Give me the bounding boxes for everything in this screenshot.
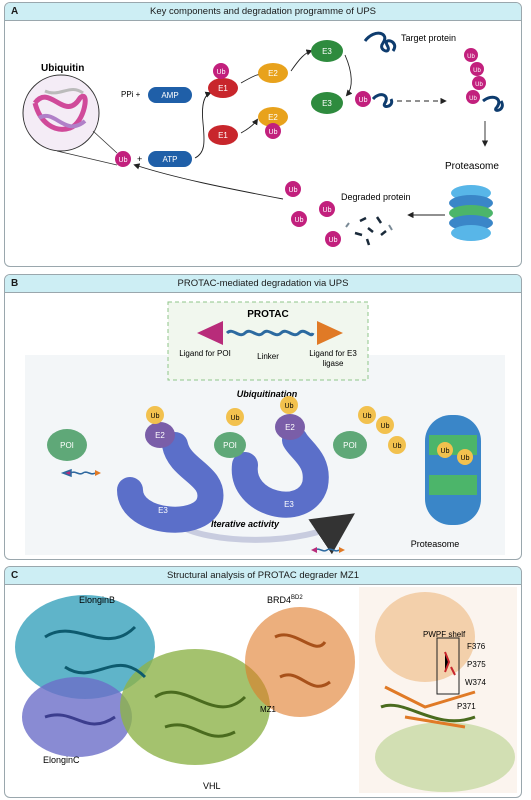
svg-text:E3: E3: [158, 506, 168, 515]
amp-pill: AMP: [148, 87, 192, 103]
brd4-label: BRD4BD2: [267, 595, 303, 605]
svg-text:Ub: Ub: [441, 448, 450, 455]
panel-b: B PROTAC-mediated degradation via UPS PR…: [4, 274, 522, 560]
svg-text:ATP: ATP: [163, 155, 178, 164]
protac-label: PROTAC: [247, 309, 288, 320]
panel-c-structures: ElonginB ElonginC VHL MZ1 BRD4BD2 PWPF s…: [15, 587, 517, 793]
panel-c-letter: C: [11, 570, 19, 581]
ppi-label: PPi +: [121, 90, 141, 99]
svg-text:Ub: Ub: [269, 129, 278, 136]
panel-b-diagram: PROTAC Linker Ligand for POI Ligand for …: [25, 301, 505, 555]
polyubiquitinated-poi: POI Ub Ub Ub: [333, 406, 406, 459]
svg-text:Ub: Ub: [285, 403, 294, 410]
ub-protein-complex: Ub: [355, 91, 394, 108]
svg-text:Ub: Ub: [289, 187, 298, 194]
panel-c-header: C Structural analysis of PROTAC degrader…: [5, 567, 521, 585]
e1-charged: E1 Ub: [208, 63, 238, 98]
w374-label: W374: [465, 678, 486, 687]
f376-label: F376: [467, 642, 486, 651]
panel-b-title: PROTAC-mediated degradation via UPS: [177, 278, 349, 289]
svg-text:E3: E3: [322, 99, 332, 108]
svg-text:Ub: Ub: [217, 69, 226, 76]
ub-token-atp: Ub: [115, 151, 131, 167]
free-poi: POI: [47, 429, 87, 461]
e2-free: E2: [258, 63, 288, 83]
elonginb-label: ElonginB: [79, 595, 115, 605]
pwpf-shelf-zoom: [359, 587, 517, 793]
ternary-complex-structure: [15, 595, 355, 765]
proteasome-icon: [449, 185, 493, 241]
svg-text:E1: E1: [218, 84, 228, 93]
elonginc-label: ElonginC: [43, 755, 80, 765]
ubiquitination-label: Ubiquitination: [237, 389, 298, 399]
svg-text:Ub: Ub: [473, 68, 481, 74]
ubiquitin-label: Ubiquitin: [41, 63, 84, 74]
free-protac-1: [60, 468, 101, 478]
degraded-protein-label: Degraded protein: [341, 192, 411, 202]
proteasome-label: Proteasome: [445, 161, 499, 172]
polyubiquitinated-protein: Ub Ub Ub Ub: [464, 48, 504, 112]
svg-text:Ub: Ub: [231, 415, 240, 422]
panel-a-title: Key components and degradation programme…: [149, 6, 377, 17]
proteasome-b-label: Proteasome: [411, 539, 460, 549]
svg-text:POI: POI: [343, 441, 357, 450]
plus-sign: +: [137, 154, 142, 164]
free-ub-tokens: Ub Ub Ub Ub: [285, 181, 341, 247]
linker-label: Linker: [257, 352, 279, 361]
panel-c: C Structural analysis of PROTAC degrader…: [4, 566, 522, 798]
panel-a-header: A Key components and degradation program…: [5, 3, 521, 21]
iterative-activity-label: Iterative activity: [211, 519, 280, 529]
svg-text:Ub: Ub: [295, 217, 304, 224]
e1-free: E1: [208, 125, 238, 145]
svg-text:Ub: Ub: [461, 455, 470, 462]
ligand-poi-label: Ligand for POI: [179, 349, 231, 358]
svg-text:POI: POI: [223, 441, 237, 450]
svg-text:E3: E3: [284, 500, 294, 509]
svg-text:Ub: Ub: [393, 443, 402, 450]
e3-bound: E3: [311, 92, 343, 114]
svg-text:E2: E2: [155, 431, 165, 440]
svg-text:E2: E2: [268, 113, 278, 122]
svg-text:Ub: Ub: [359, 97, 368, 104]
svg-text:E3: E3: [322, 47, 332, 56]
svg-text:Ub: Ub: [469, 96, 477, 102]
degraded-fragments: [345, 216, 393, 246]
svg-text:AMP: AMP: [161, 91, 178, 100]
vhl-label: VHL: [203, 781, 221, 791]
svg-text:Ub: Ub: [151, 413, 160, 420]
e3-complex-2: E3 POI E2 Ub Ub: [214, 396, 329, 518]
svg-text:Ub: Ub: [467, 54, 475, 60]
ligand-e3-label: Ligand for E3 ligase: [309, 349, 357, 368]
protac-box: [167, 301, 369, 381]
svg-text:Ub: Ub: [475, 82, 483, 88]
panel-a-letter: A: [11, 6, 19, 17]
svg-text:POI: POI: [60, 441, 74, 450]
svg-text:Ub: Ub: [363, 413, 372, 420]
svg-text:E2: E2: [268, 69, 278, 78]
e3-complex-1: E3 E2 Ub: [117, 406, 224, 533]
target-protein-icon: [363, 31, 397, 53]
ubiquitin-structure: [22, 74, 118, 166]
panel-b-header: B PROTAC-mediated degradation via UPS: [5, 275, 521, 293]
target-protein-label: Target protein: [401, 33, 456, 43]
panel-b-letter: B: [11, 278, 19, 289]
p371-label: P371: [457, 702, 476, 711]
e3-free: E3: [311, 40, 343, 62]
proteasome-b-icon: Ub Ub: [425, 415, 481, 525]
mz1-label: MZ1: [260, 705, 277, 714]
svg-text:E2: E2: [285, 423, 295, 432]
panel-c-title: Structural analysis of PROTAC degrader M…: [166, 570, 359, 581]
free-protac-2: [311, 547, 345, 553]
p375-label: P375: [467, 660, 486, 669]
svg-text:Ub: Ub: [329, 237, 338, 244]
panel-a: A Key components and degradation program…: [4, 2, 522, 267]
svg-text:Ub: Ub: [381, 423, 390, 430]
atp-pill: ATP: [148, 151, 192, 167]
svg-text:E1: E1: [218, 131, 228, 140]
svg-text:Ub: Ub: [119, 157, 128, 164]
pwpf-shelf-label: PWPF shelf: [423, 630, 466, 639]
svg-text:Ub: Ub: [323, 207, 332, 214]
